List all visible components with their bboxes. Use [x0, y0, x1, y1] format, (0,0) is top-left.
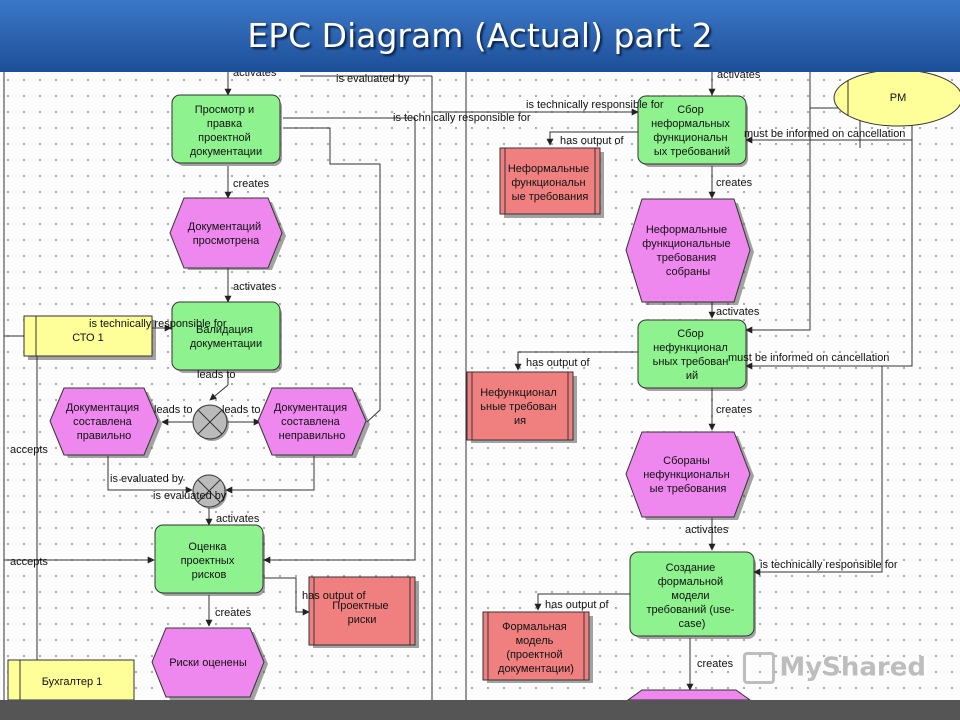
document-neformalnye-trebovaniya[interactable] [499, 147, 601, 215]
event-nefunktsionalnye-sobrany[interactable] [625, 431, 751, 518]
edge-label: is technically responsible for [89, 318, 227, 330]
document-neformalnye-trebovaniya-label: Неформальные функциональн ые требования [508, 163, 592, 203]
title-bar: EPC Diagram (Actual) part 2 [0, 0, 960, 74]
edge-label: leads to [222, 404, 261, 416]
xor-connectors [192, 404, 229, 509]
event-dokumentatsiya-nepravilno-label: Документация составлена неправильно [274, 402, 350, 442]
connector [283, 127, 381, 423]
event-riski-otseneny[interactable] [151, 627, 265, 698]
edge-labels: activates is evaluated by is technically… [10, 67, 905, 670]
edge-label: must be informed on cancellation [728, 352, 889, 364]
document-proektnye-riski[interactable] [308, 576, 416, 646]
event-next-partial[interactable] [626, 689, 752, 701]
event-dokumentatsiya-nepravilno[interactable] [257, 387, 367, 456]
function-sozdanie-modeli-label: Создание формальной модели требований (u… [647, 562, 738, 630]
edge-label: activates [216, 513, 260, 525]
edge-label: creates [716, 177, 753, 189]
connector [514, 351, 638, 371]
edge-label: is evaluated by [110, 473, 184, 485]
function-sbor-neformalnyh-label: Сбор неформальных функциональн ых требов… [651, 104, 733, 158]
event-riski-otseneny-label: Риски оценены [169, 657, 247, 669]
function-validatsiya[interactable] [171, 301, 281, 371]
edge-label: has output of [526, 357, 591, 369]
epc-diagram: Просмотр и правка проектной документации… [3, 67, 960, 701]
connector [225, 456, 315, 494]
event-neformalnye-sobrany-label: Неформальные функциональные требования с… [642, 224, 733, 278]
edge-label: creates [215, 607, 252, 619]
connector [745, 108, 811, 334]
document-formalnaya-model-label: Формальная модель (проектной документаци… [498, 621, 574, 675]
event-nefunktsionalnye-sobrany-label: Сбораны нефункциональн ые требования [643, 455, 733, 495]
event-dokumentatsiya-prosmotrena-label: Документаций просмотрена [188, 221, 264, 247]
document-nefunktsionalnye-trebovaniya-label: Нефункционал ьные требован ия [480, 387, 560, 427]
document-formalnaya-model[interactable] [482, 611, 590, 681]
connector [809, 72, 838, 109]
myshared-icon [743, 652, 776, 684]
watermark-text: MyShared [779, 652, 926, 683]
edge-label: creates [716, 404, 753, 416]
edge-label: activates [685, 524, 729, 536]
edge-label: is evaluated by [153, 490, 227, 502]
connector [534, 593, 630, 611]
connector [264, 577, 310, 616]
function-validatsiya-label: Валидация документации [190, 324, 262, 350]
edge-label: is technically responsible for [526, 99, 664, 111]
bottom-bar [0, 700, 960, 720]
document-nodes: Проектные риски Неформальные функциональ… [308, 147, 604, 683]
connector [209, 384, 229, 401]
connector [745, 140, 913, 370]
edge-label: activates [716, 306, 760, 318]
role-nodes: СТО 1 Бухгалтер 1 PM [7, 69, 960, 701]
edge-label: creates [697, 658, 734, 670]
function-otsenka[interactable] [154, 524, 264, 594]
edge-label: must be informed on cancellation [744, 128, 905, 140]
function-nodes: Просмотр и правка проектной документации… [154, 94, 756, 639]
connector [753, 366, 883, 576]
event-neformalnye-sobrany[interactable] [625, 198, 751, 303]
edge-label: accepts [10, 444, 48, 456]
connectors [3, 72, 913, 700]
edge-label: has output of [545, 599, 610, 611]
role-sto[interactable] [23, 315, 153, 357]
event-dokumentatsiya-pravilno[interactable] [49, 387, 159, 456]
role-sto-label: СТО 1 [72, 332, 104, 344]
role-buhgalter[interactable] [7, 659, 135, 701]
edge-label: activates [717, 72, 761, 81]
edge-label: is evaluated by [336, 73, 410, 85]
slide-title: EPC Diagram (Actual) part 2 [247, 16, 713, 55]
function-sbor-nefunktsionalnyh-label: Сбор нефункционал ьных требован ий [653, 328, 732, 382]
edge-label: leads to [197, 369, 236, 381]
function-prosmotr[interactable] [171, 94, 281, 164]
connector [263, 117, 416, 564]
edge-label: activates [233, 72, 277, 79]
edge-label: accepts [10, 556, 48, 568]
watermark: MyShared [743, 652, 926, 684]
xor-cross [197, 479, 221, 503]
event-dokumentatsiya-prosmotrena[interactable] [169, 197, 283, 269]
function-otsenka-label: Оценка проектных рисков [181, 541, 238, 581]
document-proektnye-riski-label: Проектные риски [332, 600, 391, 626]
role-buhgalter-label: Бухгалтер 1 [42, 676, 103, 688]
role-pm-label: PM [890, 92, 907, 104]
edge-label: is technically responsible for [393, 112, 531, 124]
connector [107, 456, 193, 494]
edge-label: is technically responsible for [760, 559, 898, 571]
event-dokumentatsiya-pravilno-label: Документация составлена правильно [66, 402, 142, 442]
edge-label: leads to [154, 404, 193, 416]
function-sbor-nefunktsionalnyh[interactable] [637, 319, 747, 389]
edge-label: creates [233, 178, 270, 190]
connector [546, 131, 638, 146]
edge-label: activates [233, 281, 277, 293]
function-sbor-neformalnyh[interactable] [637, 95, 747, 165]
function-prosmotr-label: Просмотр и правка проектной документации [190, 104, 262, 158]
function-sozdanie-modeli[interactable] [629, 551, 755, 637]
xor-cross [197, 409, 223, 435]
edge-label: has output of [302, 590, 367, 602]
document-nefunktsionalnye-trebovaniya[interactable] [466, 371, 574, 441]
diagram-canvas: Просмотр и правка проектной документации… [0, 67, 960, 701]
event-nodes: Документаций просмотрена Документация со… [49, 197, 754, 701]
edge-label: has output of [560, 135, 625, 147]
